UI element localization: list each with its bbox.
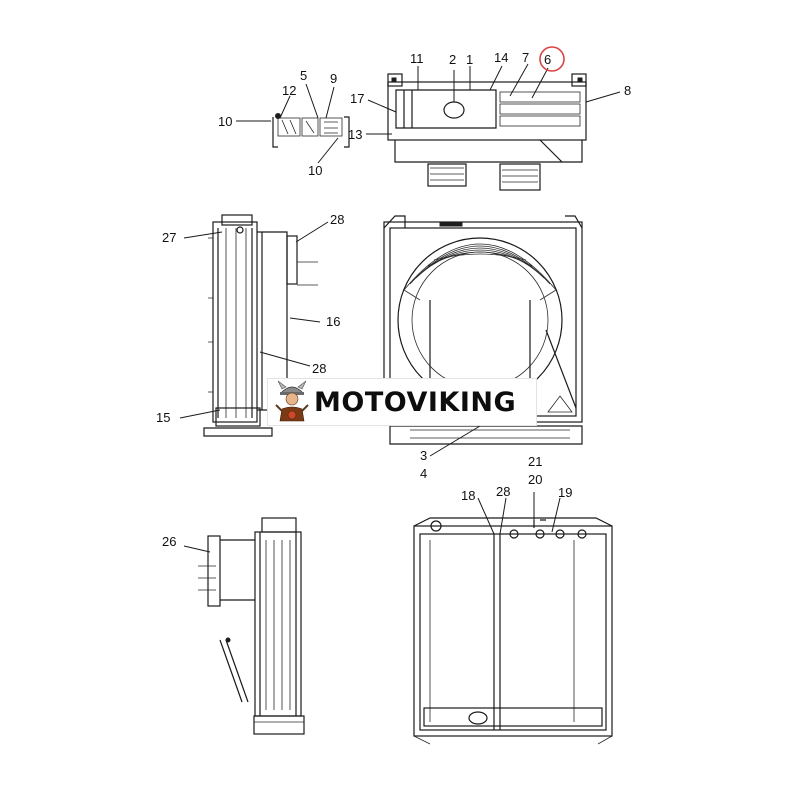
- radiator-core-front-drawing: [413, 517, 613, 745]
- brand-name: MOTOVIKING: [314, 386, 517, 418]
- callout-28-upper: 28: [330, 212, 344, 227]
- bracket-detail-drawing: [272, 113, 350, 148]
- callout-17: 17: [350, 91, 364, 106]
- callout-2: 2: [449, 52, 456, 67]
- viking-mascot-icon: [275, 380, 309, 422]
- highlight-circle: [539, 46, 565, 72]
- callout-20: 20: [528, 472, 542, 487]
- callout-19: 19: [558, 485, 572, 500]
- callout-5: 5: [300, 68, 307, 83]
- callout-9: 9: [330, 71, 337, 86]
- callout-8: 8: [624, 83, 631, 98]
- callout-labels: 1 2 3 4 5 6 7 8 9 10 10 11 12 13 14 15 1…: [156, 50, 631, 549]
- callout-7: 7: [522, 50, 529, 65]
- callout-6: 6: [544, 52, 551, 67]
- callout-1: 1: [466, 52, 473, 67]
- callout-21: 21: [528, 454, 542, 469]
- callout-18: 18: [461, 488, 475, 503]
- callout-26: 26: [162, 534, 176, 549]
- callout-27: 27: [162, 230, 176, 245]
- callout-13: 13: [348, 127, 362, 142]
- callout-11: 11: [410, 51, 424, 66]
- radiator-side-view-drawing: [203, 214, 318, 437]
- callout-15: 15: [156, 410, 170, 425]
- callout-leaders: [179, 63, 621, 553]
- callout-10-upper: 10: [218, 114, 232, 129]
- upper-cowl-drawing: [387, 73, 587, 191]
- brand-watermark: MOTOVIKING: [267, 378, 537, 426]
- callout-16: 16: [326, 314, 340, 329]
- callout-28-middle: 28: [312, 361, 326, 376]
- callout-12: 12: [282, 83, 296, 98]
- callout-28-lower: 28: [496, 484, 510, 499]
- callout-10-lower: 10: [308, 163, 322, 178]
- callout-3: 3: [420, 448, 427, 463]
- callout-4: 4: [420, 466, 427, 481]
- callout-14: 14: [494, 50, 508, 65]
- lower-side-view-drawing: [198, 517, 305, 735]
